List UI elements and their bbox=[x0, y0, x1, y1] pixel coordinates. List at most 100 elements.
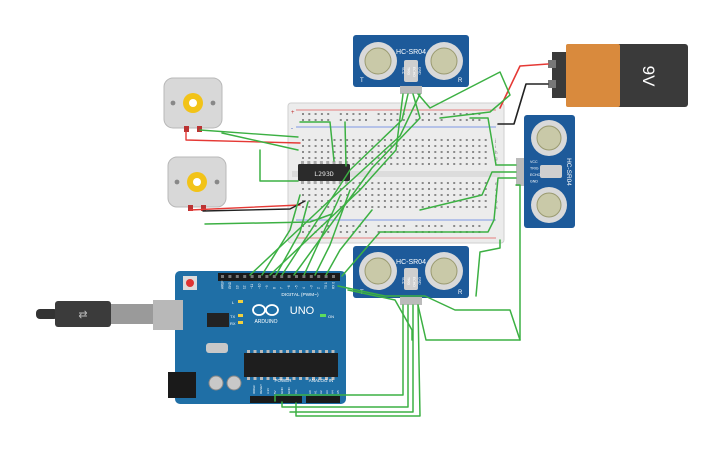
breadboard-hole bbox=[377, 200, 380, 202]
atmega-pin bbox=[279, 350, 283, 353]
reset-button-cap[interactable] bbox=[186, 279, 194, 287]
digital-pin-label: RX 0 bbox=[332, 282, 336, 289]
header-hole bbox=[302, 275, 306, 278]
wire bbox=[261, 194, 301, 276]
breadboard-hole bbox=[459, 194, 462, 196]
analog-pin-label: A5 bbox=[336, 390, 340, 394]
chip-pin bbox=[307, 181, 311, 184]
breadboard-hole bbox=[358, 194, 361, 196]
power-jack bbox=[168, 372, 196, 398]
battery-terminal-minus bbox=[548, 80, 556, 88]
rail-hole bbox=[459, 119, 462, 121]
wire bbox=[281, 304, 409, 408]
breadboard-hole bbox=[383, 188, 386, 190]
wire bbox=[281, 93, 409, 276]
rail-hole bbox=[472, 119, 475, 121]
breadboard-hole bbox=[358, 206, 361, 208]
breadboard-hole bbox=[446, 200, 449, 202]
breadboard-hole bbox=[440, 194, 443, 196]
atmega-pin bbox=[253, 350, 257, 353]
arduino-logo-icon bbox=[252, 304, 279, 316]
sensor-label: HC-SR04 bbox=[565, 158, 572, 186]
rail-hole bbox=[346, 119, 349, 121]
breadboard-hole bbox=[352, 188, 355, 190]
breadboard-hole bbox=[409, 145, 412, 147]
sensor-eye-left-mesh bbox=[364, 47, 392, 75]
wire bbox=[325, 209, 373, 276]
breadboard-hole bbox=[371, 139, 374, 141]
breadboard-hole bbox=[472, 206, 475, 208]
rail-hole bbox=[415, 119, 418, 121]
rail-hole bbox=[396, 225, 399, 227]
header-hole bbox=[324, 275, 328, 278]
breadboard-hole bbox=[484, 206, 487, 208]
wire bbox=[475, 239, 501, 297]
breadboard-hole bbox=[377, 206, 380, 208]
rail-hole bbox=[358, 231, 361, 233]
breadboard-hole bbox=[472, 194, 475, 196]
breadboard-hole bbox=[453, 151, 456, 153]
motor-shaft bbox=[193, 178, 201, 186]
breadboard-hole bbox=[472, 151, 475, 153]
analog-header bbox=[306, 396, 340, 403]
header-hole bbox=[235, 275, 239, 278]
wire bbox=[259, 149, 299, 182]
breadboard-hole bbox=[377, 194, 380, 196]
breadboard-hole bbox=[320, 145, 323, 147]
rail-hole bbox=[320, 119, 323, 121]
breadboard-hole bbox=[428, 139, 430, 141]
digital-header bbox=[218, 273, 340, 281]
chip-pin bbox=[332, 181, 336, 184]
breadboard-hole bbox=[434, 139, 437, 141]
rail-hole bbox=[314, 225, 317, 227]
header-hole bbox=[280, 275, 284, 278]
breadboard-hole bbox=[396, 163, 399, 165]
breadboard-hole bbox=[371, 206, 374, 208]
digital-pin-label: ~10 bbox=[258, 283, 262, 289]
sensor-label: HC-SR04 bbox=[396, 49, 426, 56]
atmega-pin bbox=[286, 377, 289, 380]
breadboard-hole bbox=[396, 145, 399, 147]
rail-hole bbox=[421, 119, 424, 121]
rail-hole bbox=[415, 225, 418, 227]
atmega-pin bbox=[325, 350, 328, 353]
breadboard-hole bbox=[446, 151, 449, 153]
breadboard-hole bbox=[396, 151, 399, 153]
rail-hole bbox=[428, 225, 430, 227]
breadboard-hole bbox=[484, 151, 487, 153]
breadboard-hole bbox=[302, 157, 304, 159]
breadboard-hole bbox=[428, 194, 430, 196]
breadboard-hole bbox=[339, 151, 342, 153]
breadboard-hole bbox=[390, 163, 393, 165]
motor-terminal bbox=[188, 205, 193, 211]
rail-hole bbox=[478, 119, 481, 121]
chip-pin bbox=[301, 181, 304, 184]
atmega-pin bbox=[273, 377, 276, 380]
rail-hole bbox=[308, 113, 311, 115]
breadboard-hole bbox=[333, 145, 336, 147]
wire-motor1-b bbox=[199, 129, 299, 138]
breadboard-hole bbox=[358, 188, 361, 190]
breadboard-hole bbox=[453, 157, 456, 159]
breadboard-hole bbox=[484, 163, 487, 165]
breadboard-hole bbox=[402, 200, 405, 202]
atmega-pin bbox=[286, 350, 289, 353]
sensor-side-r: R bbox=[458, 290, 463, 296]
breadboard-hole bbox=[434, 163, 437, 165]
breadboard-hole bbox=[302, 188, 304, 190]
breadboard-hole bbox=[390, 200, 393, 202]
breadboard-hole bbox=[314, 157, 317, 159]
breadboard-hole bbox=[428, 182, 430, 184]
rail-hole bbox=[478, 225, 481, 227]
breadboard-hole bbox=[465, 206, 468, 208]
breadboard-hole bbox=[459, 188, 462, 190]
rail-hole bbox=[320, 231, 323, 233]
analog-pin-label: A4 bbox=[330, 390, 334, 394]
breadboard-hole bbox=[371, 151, 374, 153]
rail-hole bbox=[453, 119, 456, 121]
breadboard-hole bbox=[320, 151, 323, 153]
wire bbox=[303, 195, 341, 276]
